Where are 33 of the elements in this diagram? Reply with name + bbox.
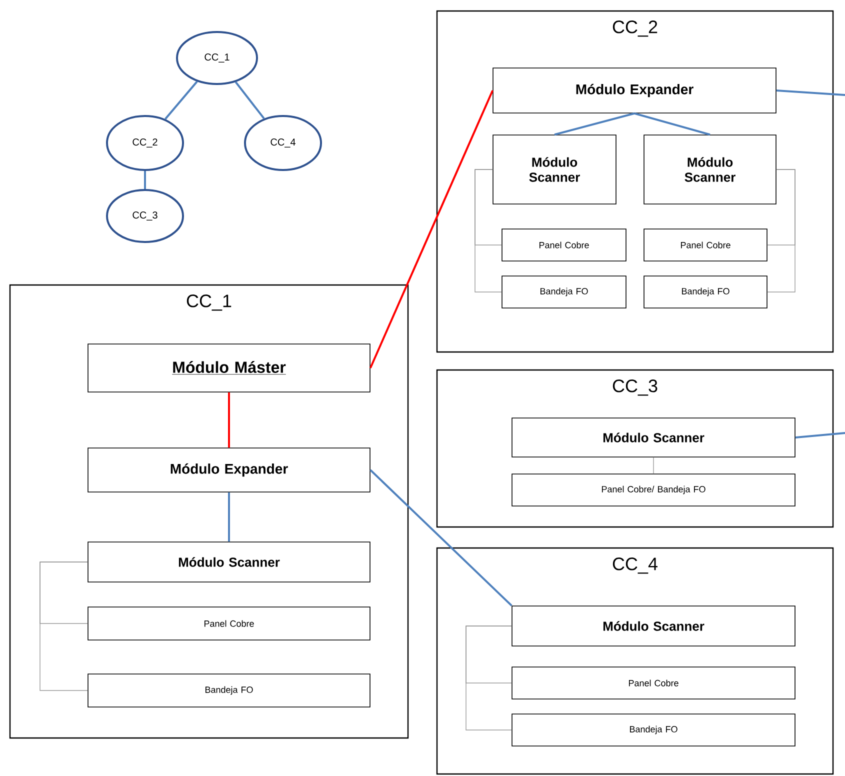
module-box: Módulo Scanner bbox=[492, 134, 616, 204]
connector-line bbox=[653, 457, 654, 474]
module-box: Módulo Scanner bbox=[88, 542, 370, 582]
connector-line bbox=[474, 169, 502, 292]
connector-line bbox=[776, 90, 845, 96]
module-box: Bandeja FO bbox=[512, 714, 796, 746]
connector-line bbox=[767, 169, 796, 292]
module-box: Panel Cobre bbox=[644, 228, 768, 262]
connector-line bbox=[144, 171, 146, 189]
module-box: Bandeja FO bbox=[502, 276, 626, 308]
module-box: Módulo Expander bbox=[492, 68, 776, 114]
module-box: Módulo Expander bbox=[88, 448, 370, 492]
module-box: Panel Cobre bbox=[502, 228, 626, 262]
module-box: Módulo Scanner bbox=[512, 418, 796, 458]
module-box: Módulo Scanner bbox=[512, 606, 796, 646]
module-box: Módulo Scanner bbox=[644, 134, 776, 204]
connector-line bbox=[164, 80, 198, 120]
module-box: Módulo Máster bbox=[88, 344, 370, 392]
connector-line bbox=[370, 469, 512, 606]
connector-line bbox=[228, 492, 230, 542]
module-box: Bandeja FO bbox=[88, 674, 370, 708]
connector-line bbox=[234, 81, 265, 120]
module-box: Bandeja FO bbox=[644, 276, 768, 308]
connector-line bbox=[40, 562, 88, 691]
connector-line bbox=[369, 90, 494, 368]
module-box: Panel Cobre bbox=[512, 666, 796, 700]
module-box: Panel Cobre/ Bandeja FO bbox=[512, 474, 796, 506]
connector-line bbox=[634, 112, 710, 136]
connector-line bbox=[554, 112, 635, 136]
module-box: Panel Cobre bbox=[88, 606, 370, 640]
connector-line bbox=[228, 392, 230, 448]
connector-line bbox=[466, 626, 512, 730]
connector-line bbox=[795, 432, 845, 438]
